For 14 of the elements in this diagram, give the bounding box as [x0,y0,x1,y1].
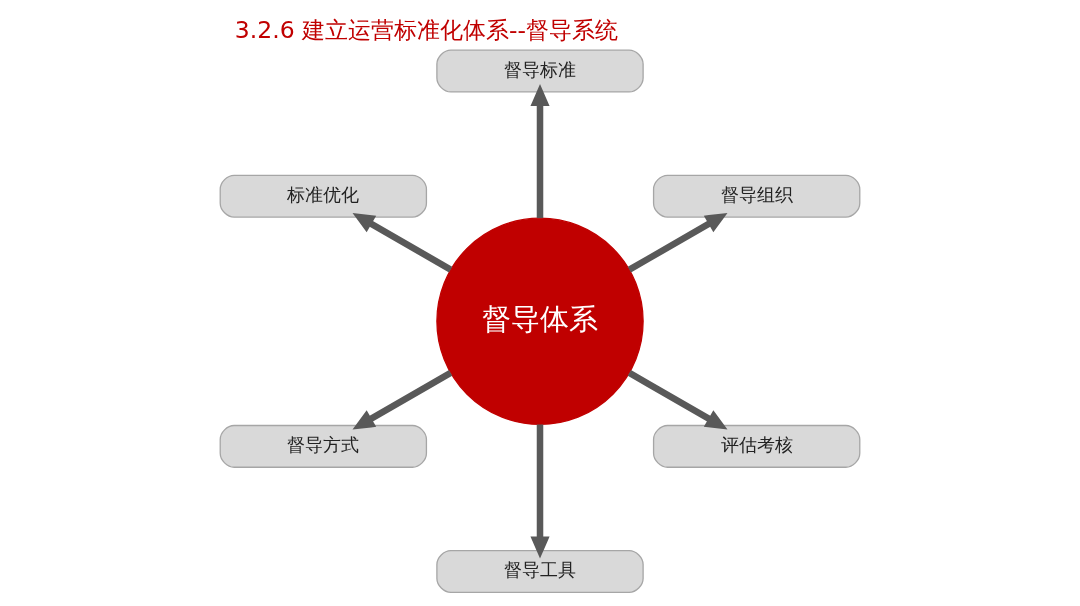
arrow [352,370,453,430]
arrow [530,424,550,559]
diagram-title: 3.2.6 建立运营标准化体系--督导系统 [234,15,619,44]
node-circle: 督导体系 [436,217,644,426]
node-box: 评估考核 [652,424,861,468]
arrow [627,213,728,273]
arrow [627,370,728,430]
node-box: 督导工具 [436,549,644,593]
arrow [530,84,550,219]
node-box: 督导组织 [652,174,861,218]
node-box: 督导标准 [436,49,644,93]
arrow [352,213,453,273]
node-box: 督导方式 [219,424,428,468]
node-box: 标准优化 [219,174,428,218]
